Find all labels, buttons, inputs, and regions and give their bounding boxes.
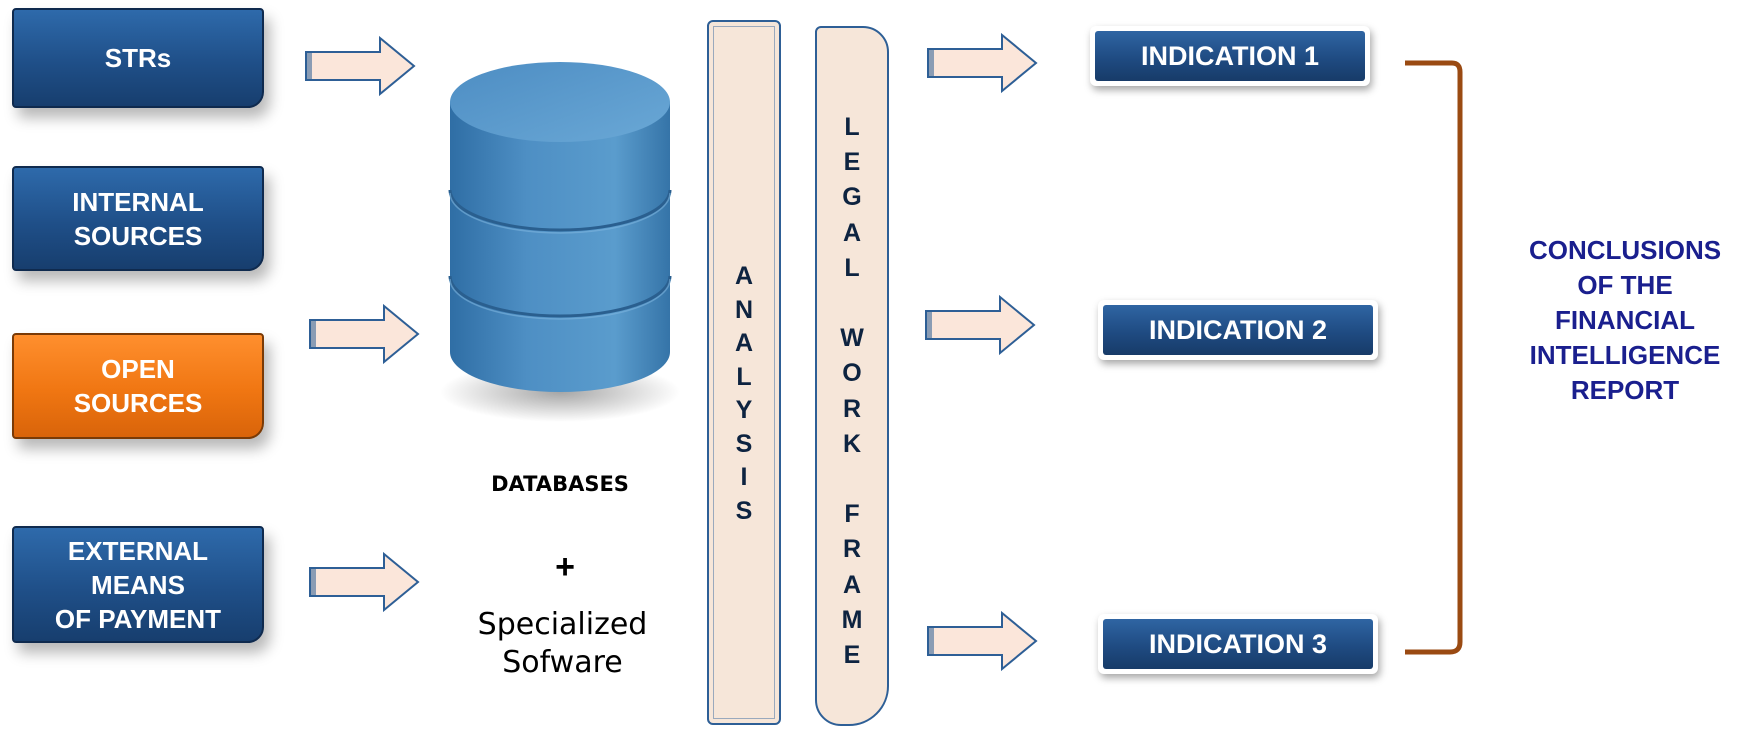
legal-work-frame-column: L E G A L W O R K F R A M E bbox=[815, 26, 889, 726]
arrow-external-payment-to-databases bbox=[309, 551, 420, 613]
conclusion-label: CONCLUSIONS OF THE FINANCIAL INTELLIGENC… bbox=[1528, 235, 1722, 405]
analysis-column: A N A L Y S I S bbox=[707, 20, 781, 725]
indication-2-label: INDICATION 2 bbox=[1103, 305, 1373, 355]
analysis-label: A N A L Y S I S bbox=[734, 262, 754, 525]
legal-work-frame-label: L E G A L W O R K F R A M E bbox=[840, 113, 864, 670]
databases-label: DATABASES bbox=[491, 472, 629, 496]
arrow-to-indication-1 bbox=[927, 32, 1038, 94]
arrow-to-indication-3 bbox=[927, 610, 1038, 672]
source-box-strs: STRs bbox=[12, 8, 264, 108]
arrow-strs-to-databases bbox=[305, 35, 416, 97]
indication-1-label: INDICATION 1 bbox=[1095, 31, 1365, 81]
plus-sign: + bbox=[555, 548, 575, 586]
source-box-open-sources: OPEN SOURCES bbox=[12, 333, 264, 439]
source-box-internal-sources: INTERNAL SOURCES bbox=[12, 166, 264, 271]
arrow-to-indication-2 bbox=[925, 294, 1036, 356]
source-box-external-means-of-payment: EXTERNAL MEANS OF PAYMENT bbox=[12, 526, 264, 643]
indication-3-label: INDICATION 3 bbox=[1103, 619, 1373, 669]
indication-2-box: INDICATION 2 bbox=[1098, 300, 1378, 360]
indication-1-box: INDICATION 1 bbox=[1090, 26, 1370, 86]
indication-3-box: INDICATION 3 bbox=[1098, 614, 1378, 674]
database-cylinder-icon bbox=[440, 62, 680, 422]
arrow-open-sources-to-databases bbox=[309, 303, 420, 365]
specialized-software-label: Specialized Sofware bbox=[477, 607, 648, 680]
bracket-connector bbox=[1405, 60, 1463, 655]
